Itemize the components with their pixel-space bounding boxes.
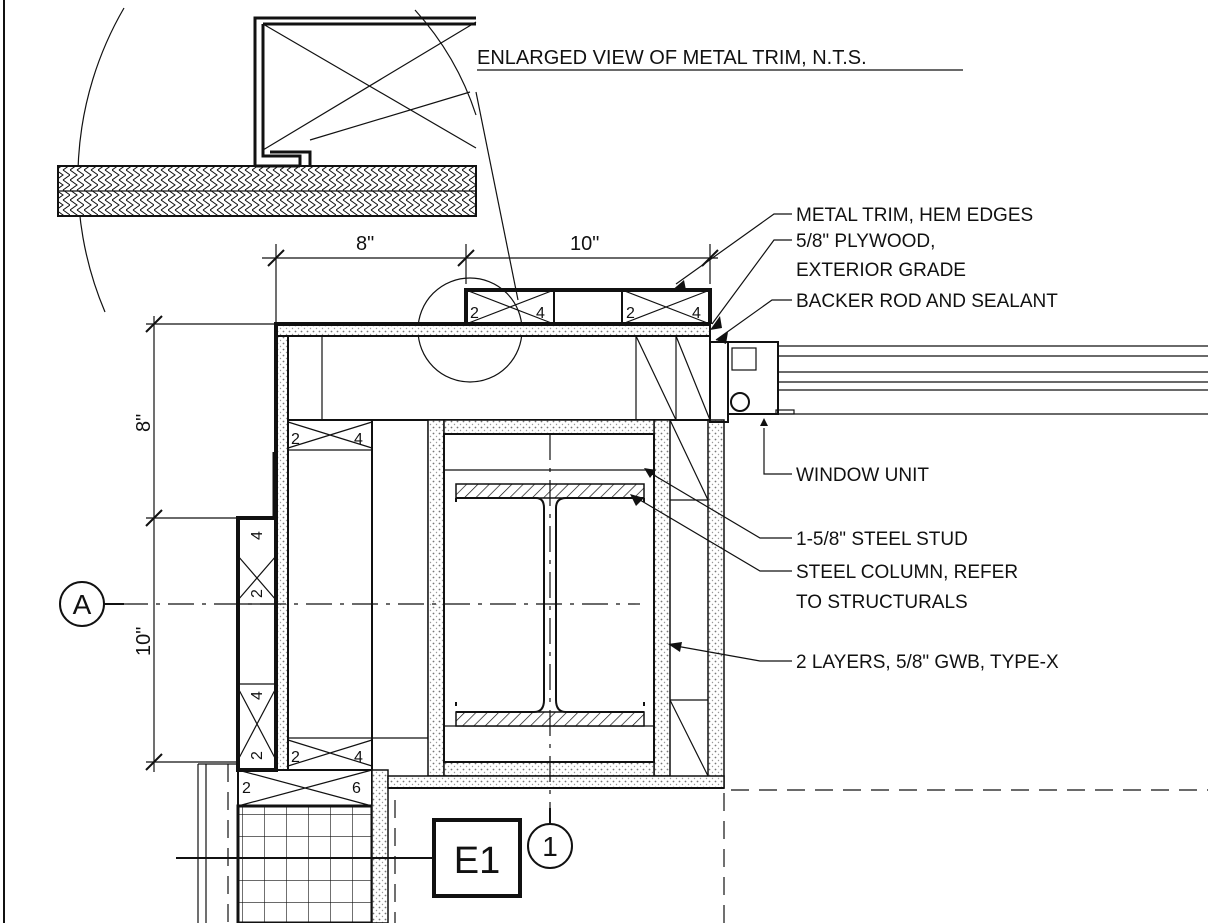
svg-text:6: 6 [352,780,361,797]
svg-text:4: 4 [249,691,266,700]
svg-text:4: 4 [692,305,701,322]
steel-stud-runner [443,433,655,763]
bottom-plate-2x6: 2 6 [237,769,373,807]
enlarged-view-title: ENLARGED VIEW OF METAL TRIM, N.T.S. [477,47,867,69]
svg-text:E1: E1 [454,840,500,882]
elevation-tag-e1: E1 [176,818,522,898]
left-furring: 4 2 4 2 [236,516,278,772]
dimension-top-left: 8" [356,233,374,255]
window-unit [709,341,1208,423]
svg-text:4: 4 [354,749,363,766]
note-window-unit: WINDOW UNIT [796,465,929,486]
top-nailer-right: 2 4 [621,289,711,325]
note-gwb: 2 LAYERS, 5/8" GWB, TYPE-X [796,652,1059,673]
top-blocking [287,335,711,421]
adjacent-wall-dashed [723,789,1208,923]
grid-bubble-1: 1 [527,808,573,869]
top-dimension-string: 8" 10" [262,233,719,322]
leaders [630,213,792,662]
svg-text:A: A [73,589,92,620]
masonry-below [197,763,396,923]
svg-text:2: 2 [291,431,300,448]
svg-text:2: 2 [242,780,251,797]
svg-text:2: 2 [470,305,479,322]
note-backer-rod: BACKER ROD AND SEALANT [796,291,1058,312]
stud-2x4-upper: 2 4 [287,421,373,451]
svg-text:1: 1 [542,831,558,862]
top-nailer-left: 2 4 [465,289,555,325]
dimension-top-right: 10" [570,233,599,255]
enlarged-metal-trim [253,16,476,168]
note-plywood: 5/8" PLYWOOD, [796,231,935,252]
left-wall-framing: 2 4 2 4 [287,419,429,771]
top-metal-trim [464,288,712,324]
note-structurals: TO STRUCTURALS [796,592,968,613]
svg-text:4: 4 [249,531,266,540]
note-plywood-grade: EXTERIOR GRADE [796,260,966,281]
dimension-side-upper: 8" [133,414,155,432]
svg-text:2: 2 [249,589,266,598]
grid-bubble-a: A [59,581,124,627]
enlarged-view-callout: ENLARGED VIEW OF METAL TRIM, N.T.S. [57,7,963,313]
dimension-side-lower: 10" [133,627,155,656]
side-dimension-string: 8" 10" [133,315,276,772]
svg-text:4: 4 [536,305,545,322]
stud-2x4-lower: 2 4 [287,737,428,767]
svg-text:2: 2 [249,751,266,760]
top-nailer-middle [553,289,623,325]
svg-text:4: 4 [354,431,363,448]
note-metal-trim: METAL TRIM, HEM EDGES [796,205,1033,226]
gwb-enclosure [387,419,725,789]
note-steel-column: STEEL COLUMN, REFER [796,562,1018,583]
plywood-sheathing [238,322,711,771]
svg-text:2: 2 [626,305,635,322]
note-steel-stud: 1-5/8" STEEL STUD [796,529,968,550]
svg-text:2: 2 [291,749,300,766]
